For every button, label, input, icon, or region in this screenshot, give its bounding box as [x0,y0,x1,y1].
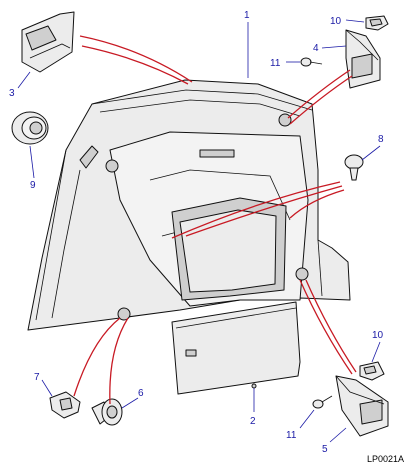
callout-6: 6 [138,388,144,399]
clip-hole-upper-right [278,113,292,127]
screw-lower [312,395,333,409]
fixing-lines [73,35,357,405]
callout-3: 3 [9,88,15,99]
clip-hole-lower-left [117,307,131,321]
bracket-upper-right [345,29,381,89]
callout-2: 2 [250,416,256,427]
clip-lower [359,361,385,381]
screw-upper [300,57,323,67]
clip-hole-upper-left [105,159,119,173]
cover-panel [171,301,301,395]
callout-9: 9 [30,180,36,191]
callout-4: 4 [313,43,319,54]
bracket-lower-right [335,375,389,437]
callout-11-upper: 11 [270,58,281,69]
bracket-upper-left [21,11,75,73]
leader-lines [17,19,381,443]
trim-panel-main [27,79,351,331]
push-clip [91,398,123,426]
callout-1: 1 [244,10,250,21]
retainer-clip [49,391,81,419]
callouts: 1 2 3 4 5 6 7 8 9 10 10 11 11 [9,10,384,455]
callout-5: 5 [322,444,328,455]
diagram-reference-code: LP0021A [367,454,404,464]
callout-8: 8 [378,134,384,145]
clip-hole-lower-right [295,267,309,281]
callout-11-lower: 11 [286,430,297,441]
callout-10-lower: 10 [372,330,384,341]
stud-fastener [344,154,364,181]
grommet [11,111,49,145]
callout-7: 7 [34,372,40,383]
clip-upper [365,15,389,31]
callout-10-upper: 10 [330,16,342,27]
